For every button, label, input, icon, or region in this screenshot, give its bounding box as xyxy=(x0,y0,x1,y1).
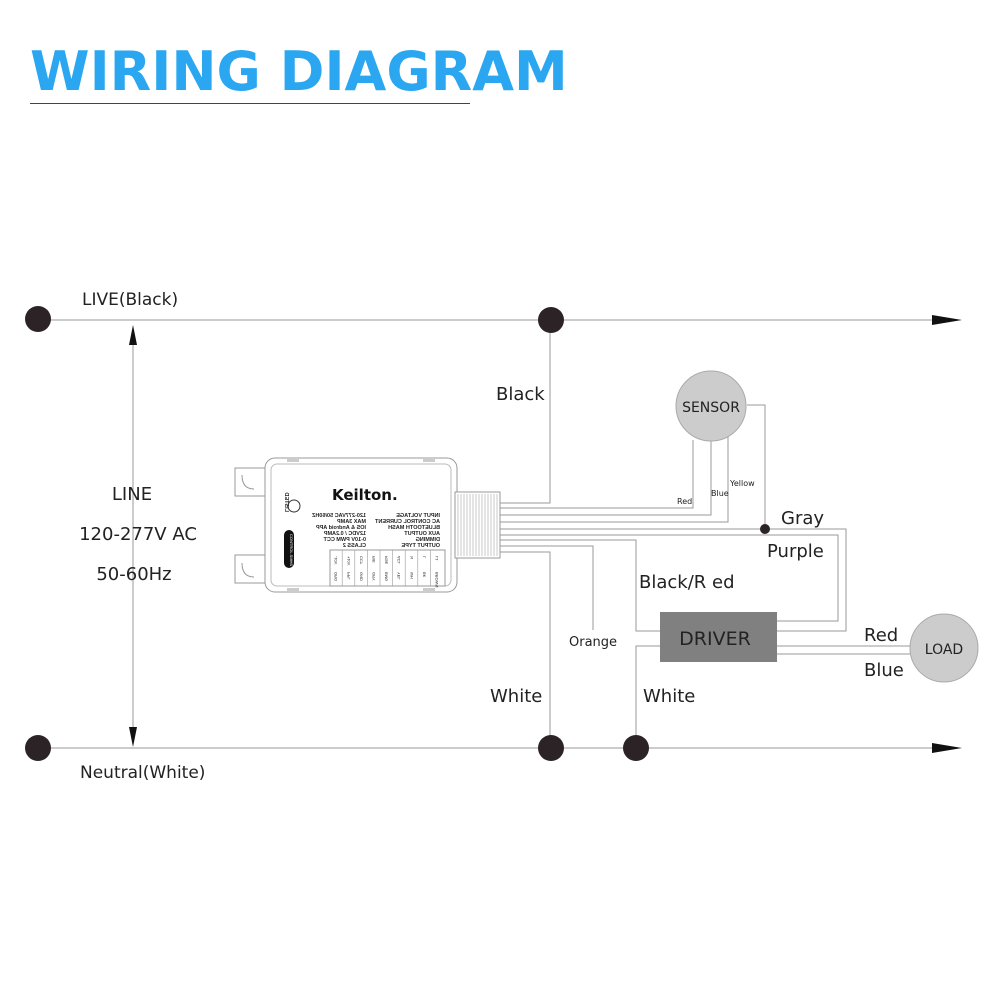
driver: DRIVER xyxy=(660,612,777,662)
neutral-junction-node-1 xyxy=(538,735,564,761)
line-frequency: 50-60Hz xyxy=(96,564,171,585)
terminal-label: N xyxy=(409,556,414,559)
page-title: WIRING DIAGRAM xyxy=(30,40,568,103)
white-wire-label-right: White xyxy=(643,686,695,707)
white-wire-label-left: White xyxy=(490,686,542,707)
ul-mark-icon xyxy=(287,499,301,513)
live-terminal-node xyxy=(25,306,51,332)
device-spec-name: AC CONTROL CURRENT xyxy=(374,519,440,525)
terminal-label: GND xyxy=(358,572,363,581)
black-wire xyxy=(500,320,551,504)
live-junction-node xyxy=(538,307,564,333)
load-label: LOAD xyxy=(925,642,963,658)
yellow-wire xyxy=(500,436,729,523)
white-wire-driver xyxy=(635,645,660,748)
terminal-label: L1 xyxy=(434,556,439,561)
load-blue-label: Blue xyxy=(864,660,904,681)
orange-wire xyxy=(500,545,594,630)
terminal-label: GRY xyxy=(371,572,376,581)
terminal-label: ORG xyxy=(333,572,338,581)
device-spec-value: 12VDC / 0.2AMP xyxy=(323,531,366,537)
terminal-label: BMG xyxy=(384,572,389,581)
device-brand-logo: Keilton. xyxy=(332,486,398,504)
terminal-label: PPL xyxy=(346,572,351,580)
terminal-label: CCT xyxy=(358,556,363,565)
neutral-junction-node-2 xyxy=(623,735,649,761)
neutral-label: Neutral(White) xyxy=(80,763,205,783)
wires xyxy=(500,320,912,748)
terminal-label: +10V xyxy=(346,556,351,566)
sensor: SENSOR xyxy=(675,370,747,442)
sensor-label: SENSOR xyxy=(682,400,740,416)
device-spec-name: AUX OUTPUT xyxy=(404,531,440,537)
device-spec-name: OUTPUT TYPE xyxy=(401,543,440,549)
arrow-up-icon xyxy=(129,325,137,345)
terminal-label: RIE xyxy=(371,556,376,563)
blue-wire xyxy=(500,440,712,516)
device-spec-value: MAX 3AMP xyxy=(337,519,366,525)
load-red-label: Red xyxy=(864,625,898,646)
purple-wire-label: Purple xyxy=(767,541,824,562)
terminal-label: ACL xyxy=(396,556,401,565)
threaded-nipple xyxy=(454,491,501,559)
terminal-label: -10V xyxy=(333,556,338,565)
blue-wire-label: Blue xyxy=(711,489,729,498)
red-wire xyxy=(500,440,694,509)
neutral-arrow-icon xyxy=(932,743,962,753)
driver-label: DRIVER xyxy=(679,628,751,650)
gray-wire-sensor xyxy=(747,404,766,529)
orange-wire-label: Orange xyxy=(569,635,617,650)
purple-wire xyxy=(500,534,839,622)
yellow-wire-label: Yellow xyxy=(729,479,755,488)
white-wire-device xyxy=(500,551,551,748)
black-red-wire xyxy=(500,539,660,632)
gray-wire xyxy=(500,528,847,632)
neutral-terminal-node xyxy=(25,735,51,761)
device-spec-value: 0-10V PWM CCT xyxy=(323,537,366,543)
device-spec-table: INPUT VOLTAGE 120-277VAC 50/60HZ AC CONTRO… xyxy=(311,513,440,549)
device-spec-value: 120-277VAC 50/60HZ xyxy=(311,513,366,519)
terminal-label: L xyxy=(421,556,426,559)
control-badge xyxy=(284,530,294,568)
arrow-down-icon xyxy=(129,727,137,747)
red-wire-label: Red xyxy=(677,497,692,506)
device-spec-value: CLASS 2 xyxy=(343,543,366,549)
device-spec-name: DIMMING xyxy=(416,537,440,543)
device-spec-value: IOS & Android APP xyxy=(316,525,366,531)
terminal-label: RSE xyxy=(384,556,389,565)
live-label: LIVE(Black) xyxy=(82,290,178,310)
control-device: Keilton. LISTED CONTROL SMHS INPUT VOLTA… xyxy=(234,457,501,593)
line-voltage: 120-277V AC xyxy=(79,524,197,545)
black-red-wire-label: Black/R ed xyxy=(639,572,735,593)
line-label: LINE xyxy=(112,484,152,505)
terminal-label: WH xyxy=(409,572,414,579)
title-underline xyxy=(30,103,470,104)
load: LOAD xyxy=(909,613,979,683)
terminal-label: YEL xyxy=(396,572,401,580)
gray-wire-label: Gray xyxy=(781,508,824,529)
control-badge-text: CONTROL SMHS xyxy=(289,534,294,566)
terminal-label: BK xyxy=(421,572,426,578)
device-spec-name: BLUETOOTH MASH xyxy=(388,525,440,531)
cert-label: LISTED xyxy=(283,492,289,512)
live-arrow-icon xyxy=(932,315,962,325)
gray-junction-node xyxy=(760,524,770,534)
black-wire-label: Black xyxy=(496,384,545,405)
terminal-label: BROWN xyxy=(434,572,439,587)
device-spec-name: INPUT VOLTAGE xyxy=(396,513,440,519)
